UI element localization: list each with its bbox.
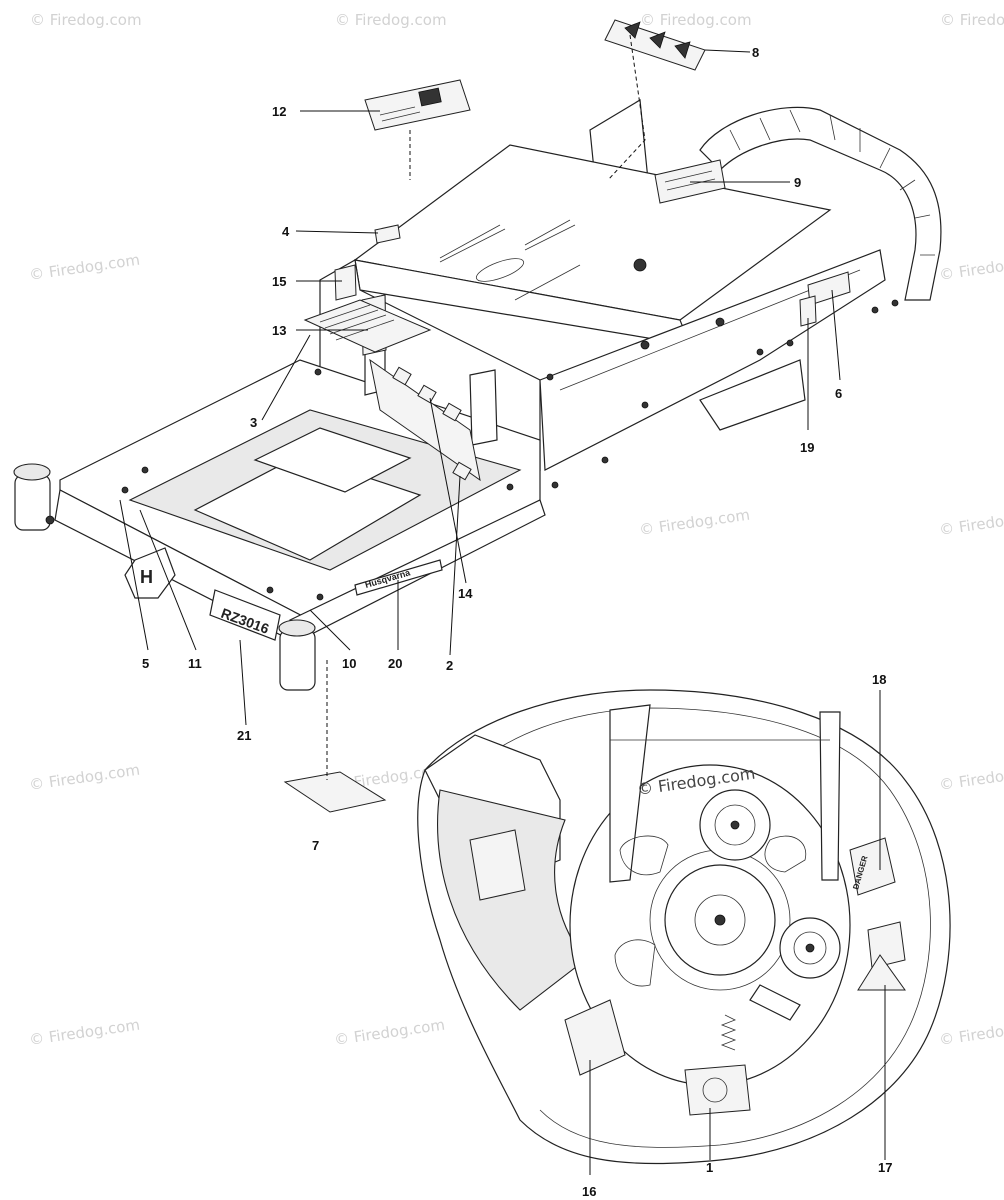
decal-19 [799, 295, 817, 327]
brand-logo-h: H [124, 547, 176, 599]
deck-decal-17 [857, 954, 906, 991]
decal-12 [364, 79, 471, 131]
decal-3 [303, 299, 432, 353]
callout-19: 19 [800, 440, 814, 455]
callout-4: 4 [282, 224, 290, 239]
callout-9: 9 [794, 175, 801, 190]
watermark: © Firedog.com [333, 1016, 446, 1049]
callout-2: 2 [446, 658, 453, 673]
callout-6: 6 [835, 386, 842, 401]
deck-decal-danger [849, 837, 896, 896]
callout-14: 14 [458, 586, 473, 601]
deck-decal-18 [867, 921, 906, 969]
callout-12: 12 [272, 104, 286, 119]
svg-text:H: H [140, 567, 153, 587]
deck-decal-1 [684, 1064, 751, 1116]
callout-7: 7 [312, 838, 319, 853]
callout-8: 8 [752, 45, 759, 60]
watermark: © Firedog.com [28, 1016, 141, 1049]
watermark: © Firedog.com [938, 1016, 1004, 1049]
watermark: © Firedog.com [640, 11, 752, 29]
mower-frame: H RZ3016 Husqvarna [13, 98, 942, 691]
callout-numbers: 12 8 9 4 15 13 3 6 19 14 5 11 10 20 2 21… [142, 45, 892, 1199]
watermark: © Firedog.com [638, 506, 751, 539]
callout-1: 1 [706, 1160, 713, 1175]
callout-17: 17 [878, 1160, 892, 1175]
watermark: © Firedog.com [938, 506, 1004, 539]
deck-decal-chute [469, 829, 526, 901]
frame-decals [283, 19, 851, 813]
callout-13: 13 [272, 323, 286, 338]
watermark: © Firedog.com [28, 251, 141, 284]
callout-21: 21 [237, 728, 251, 743]
decal-4 [374, 224, 401, 244]
watermark: © Firedog.com [335, 11, 447, 29]
leader-lines [119, 34, 886, 1175]
decal-2 [452, 461, 472, 481]
decal-14 [369, 358, 481, 482]
decal-15 [334, 264, 357, 301]
watermark: © Firedog.com [940, 11, 1004, 29]
callout-15: 15 [272, 274, 286, 289]
watermark: © Firedog.com [30, 11, 142, 29]
watermark: © Firedog.com [28, 761, 141, 794]
callout-18: 18 [872, 672, 886, 687]
watermark: © Firedog.com [938, 761, 1004, 794]
callout-5: 5 [142, 656, 149, 671]
callout-11: 11 [188, 656, 202, 671]
callout-16: 16 [582, 1184, 596, 1199]
decal-7 [283, 771, 387, 813]
callout-10: 10 [342, 656, 356, 671]
callout-3: 3 [250, 415, 257, 430]
callout-20: 20 [388, 656, 402, 671]
mower-deck: DANGER © Firedog.com [417, 689, 951, 1165]
watermark: © Firedog.com [938, 251, 1004, 284]
deck-decal-16 [564, 999, 626, 1076]
caster-left [13, 463, 51, 531]
caster-right [278, 619, 316, 691]
